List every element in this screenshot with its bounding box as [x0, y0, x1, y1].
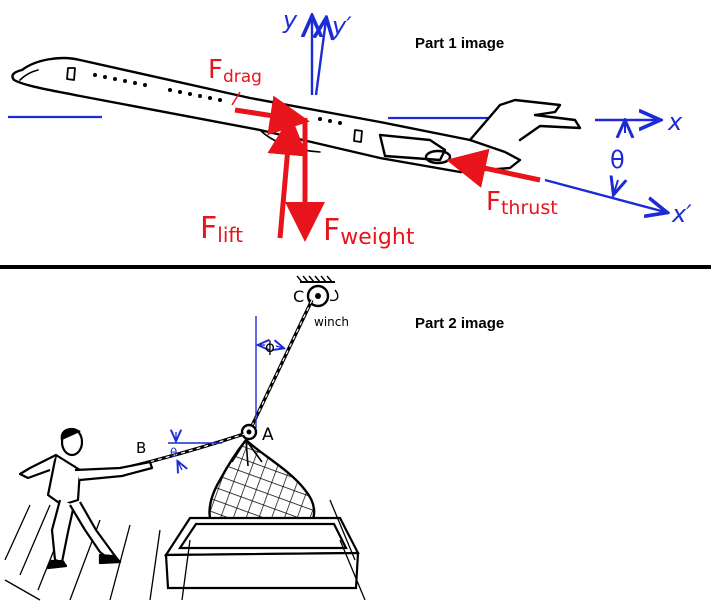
net-ties — [231, 439, 263, 467]
theta-tick-bottom — [614, 180, 618, 193]
drag-force-arrow — [234, 95, 310, 136]
person-figure — [18, 427, 154, 570]
winch-arrow — [329, 289, 339, 302]
part2-diagram: Part 2 image C winch ϕ A θ B — [4, 275, 504, 601]
cable-ca-inner — [249, 299, 313, 431]
rope-ab-inner — [87, 433, 245, 477]
theta-angle-label-2: θ — [170, 446, 177, 460]
drag-leader-line — [231, 91, 241, 106]
y-prime-axis-label: y′ — [331, 12, 352, 40]
y-prime-axis-arrow — [316, 20, 326, 96]
lift-force-label: Flift — [200, 211, 243, 247]
ring-a-inner — [246, 429, 252, 435]
thrust-force-label: Fthrust — [486, 187, 558, 219]
thrust-force-arrow — [446, 148, 541, 188]
part1-diagram: Part 1 image Fdrag Flift — [8, 6, 692, 250]
weight-force-label: Fweight — [323, 213, 415, 250]
airplane-windows — [93, 73, 342, 125]
airplane-drawing — [11, 56, 582, 174]
section-divider — [0, 265, 711, 269]
crate — [163, 516, 360, 590]
theta-arrow-bottom — [178, 462, 182, 470]
part2-caption: Part 2 image — [415, 315, 504, 332]
lift-force-arrow — [267, 115, 308, 239]
point-b-label: B — [136, 439, 146, 457]
x-prime-axis-label: x′ — [671, 200, 692, 228]
x-prime-axis-arrow — [544, 178, 665, 212]
x-axis-label: x — [667, 108, 683, 136]
winch-label: winch — [314, 315, 349, 329]
point-c-label: C — [293, 287, 304, 306]
phi-arc-arrow-right — [276, 346, 283, 348]
part1-caption: Part 1 image — [415, 35, 504, 52]
ceiling-hatch — [296, 275, 333, 283]
y-axis-label: y — [282, 6, 298, 34]
theta-angle-label: θ — [610, 146, 625, 174]
drag-force-label: Fdrag — [208, 55, 262, 87]
point-a-label: A — [262, 425, 274, 445]
winch-hub — [315, 293, 321, 299]
phi-angle-label: ϕ — [265, 338, 275, 356]
